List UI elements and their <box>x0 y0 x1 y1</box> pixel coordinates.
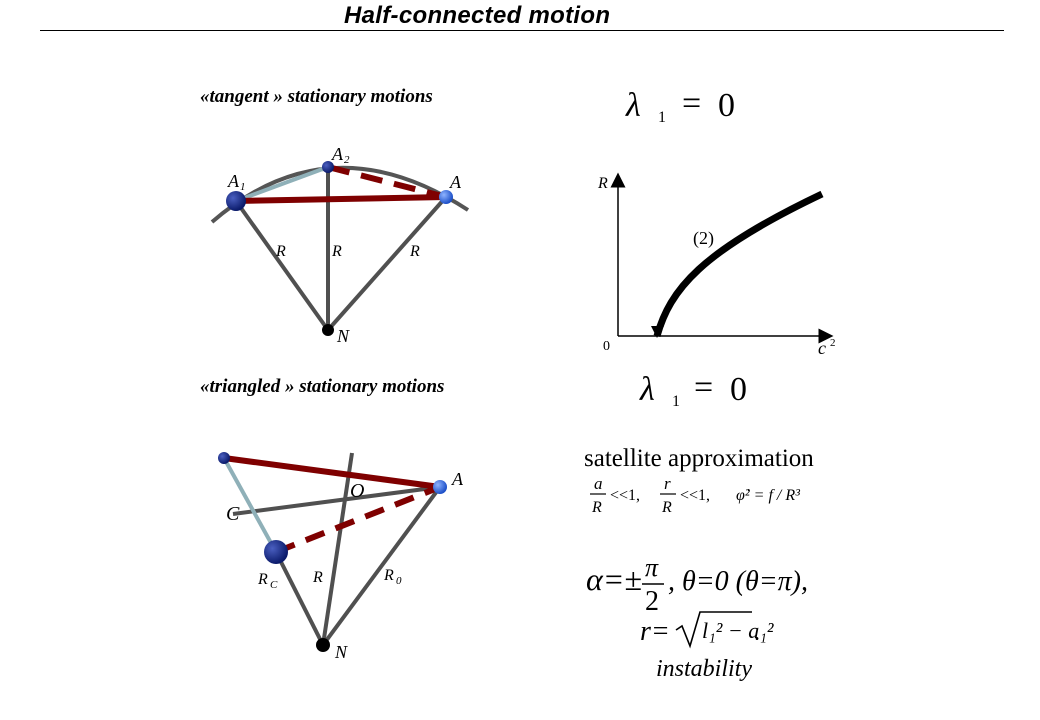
lambda-subscript-2: 1 <box>672 393 680 410</box>
triangled-diagram: A O C R C R R 0 N <box>218 452 464 662</box>
y-axis-label: R <box>597 175 608 192</box>
chart-r-vs-c2: R c 2 0 (2) <box>597 172 836 358</box>
frac-a-den: R <box>591 499 602 516</box>
x-axis-label: c <box>818 338 826 358</box>
lambda-subscript: 1 <box>658 109 666 126</box>
label-a1: A <box>227 171 240 191</box>
mass-a <box>439 190 453 204</box>
mass-a-bottom <box>433 480 447 494</box>
label-r-right: R <box>409 243 420 260</box>
caption-tangent: «tangent » stationary motions <box>200 86 433 107</box>
label-rc: R <box>257 571 268 588</box>
caption-triangled: «triangled » stationary motions <box>200 376 445 397</box>
instability-label: instability <box>656 656 752 682</box>
theta-part: , θ=0 (θ=π), <box>668 566 808 597</box>
label-a-bottom: A <box>451 469 464 489</box>
alpha-lhs: α=± <box>586 561 642 597</box>
lambda-symbol: λ <box>625 87 641 124</box>
origin-label: 0 <box>603 339 610 354</box>
mass-a2 <box>322 161 334 173</box>
label-a2-sub: 2 <box>344 154 350 166</box>
label-r-left: R <box>275 243 286 260</box>
curve-arrowhead <box>651 326 664 338</box>
formula-lambda-top: λ 1 = 0 <box>625 85 735 126</box>
spoke-n-rc <box>274 551 325 646</box>
label-a2: A <box>331 144 344 164</box>
sqrt-sign <box>675 611 752 649</box>
light-rod-a1-a2 <box>235 165 329 203</box>
cond-a-rel: <<1, <box>610 487 640 504</box>
alpha-den: 2 <box>645 586 659 617</box>
label-c: C <box>226 503 240 525</box>
spoke-n-a <box>326 195 448 332</box>
label-r0-sub: 0 <box>396 575 402 587</box>
spoke-n-o <box>321 452 354 646</box>
rod-a1-a <box>235 194 447 204</box>
satellite-approximation: satellite approximation a R <<1, r R <<1… <box>584 445 814 516</box>
lambda-equals: = <box>682 85 701 122</box>
point-n-bottom <box>316 638 330 652</box>
mass-rc <box>264 540 288 564</box>
frac-r-num: r <box>664 474 671 493</box>
lambda-symbol-2: λ <box>639 371 655 408</box>
lambda-equals-2: = <box>694 369 713 406</box>
light-rod-top-rc <box>222 457 278 553</box>
label-a: A <box>449 172 462 192</box>
alpha-num: π <box>645 553 659 582</box>
label-rc-sub: C <box>270 579 278 591</box>
mass-top <box>218 452 230 464</box>
curve-label: (2) <box>693 228 714 249</box>
stationary-solution: α=± π 2 , θ=0 (θ=π), r= l₁² − a₁² . inst… <box>586 553 808 682</box>
x-axis-label-sup: 2 <box>830 337 836 349</box>
dashed-rod-a2-a <box>327 164 447 200</box>
spoke-n-a1 <box>234 199 330 332</box>
page-title: Half-connected motion <box>344 2 611 29</box>
formula-lambda-bottom: λ 1 = 0 <box>639 369 747 410</box>
line-c-o <box>232 485 441 516</box>
cond-phi: φ̇² = f / R³ <box>736 487 800 504</box>
tangent-diagram: A 1 A 2 A N R R R <box>210 144 470 346</box>
label-r0: R <box>383 567 394 584</box>
cond-r-rel: <<1, <box>680 487 710 504</box>
frac-a-num: a <box>594 474 603 493</box>
r-radicand: l₁² − a₁² <box>702 618 774 643</box>
point-n <box>322 324 334 336</box>
lambda-value: 0 <box>718 87 735 124</box>
label-n: N <box>336 326 350 346</box>
title-underline <box>40 30 1004 31</box>
r-lhs: r= <box>640 616 670 647</box>
label-n-bottom: N <box>334 642 348 662</box>
dashed-rod-rc-a <box>274 484 442 555</box>
r-end: . <box>754 620 760 646</box>
satellite-title: satellite approximation <box>584 445 814 472</box>
label-a1-sub: 1 <box>240 181 246 193</box>
frac-r-den: R <box>661 499 672 516</box>
rod-top-a <box>223 455 441 490</box>
mass-a1 <box>226 191 246 211</box>
spoke-n-a <box>321 485 442 647</box>
curve-2 <box>653 190 824 337</box>
label-r-bottom: R <box>312 569 323 586</box>
label-r-middle: R <box>331 243 342 260</box>
label-o: O <box>350 480 364 502</box>
lambda-value-2: 0 <box>730 371 747 408</box>
